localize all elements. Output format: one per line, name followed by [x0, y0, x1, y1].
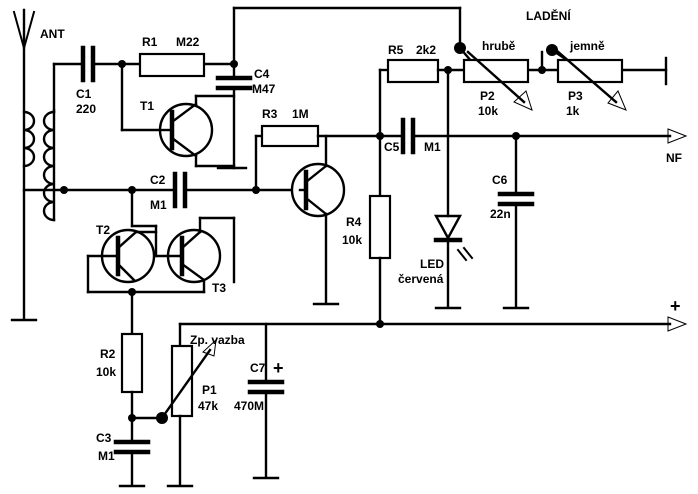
p2-label-hrube: hrubě: [482, 39, 516, 53]
c5-value: M1: [424, 140, 441, 154]
r5-value: 2k2: [416, 43, 436, 57]
c6-value: 22n: [490, 207, 511, 221]
t2-name: T2: [96, 223, 110, 237]
p3-name: P3: [568, 89, 583, 103]
junction-dots: [60, 42, 558, 424]
c7-polarity: +: [273, 358, 284, 378]
t1-name: T1: [140, 99, 154, 113]
p3-label-jemne: jemně: [569, 39, 605, 53]
c1-value: 220: [76, 102, 96, 116]
zp-vazba-label: Zp. vazba: [190, 333, 245, 347]
r4-name: R4: [346, 215, 362, 229]
led-label: LED: [420, 257, 444, 271]
resistor-r3: [260, 124, 320, 148]
p3-value: 1k: [566, 104, 580, 118]
resistor-r4: [368, 194, 392, 260]
capacitor-c4: [215, 62, 253, 170]
transistor-t1: [158, 94, 236, 168]
mid-wiring: [22, 134, 302, 228]
c5-name: C5: [384, 140, 400, 154]
r2-value: 10k: [96, 365, 116, 379]
c4-value: M47: [252, 82, 276, 96]
c6-name: C6: [492, 173, 508, 187]
antenna-symbol: [10, 8, 38, 322]
t3-name: T3: [212, 281, 226, 295]
potentiometer-p2: [462, 58, 530, 84]
plus-label: +: [670, 296, 681, 316]
c3-name: C3: [96, 431, 112, 445]
capacitor-c1: [80, 45, 96, 83]
r4-value: 10k: [342, 233, 362, 247]
antenna-coil: [22, 108, 56, 222]
p2-value: 10k: [478, 104, 498, 118]
resistor-r1: [138, 52, 206, 78]
p1-value: 47k: [198, 399, 218, 413]
ladeni-heading: LADĚNÍ: [526, 8, 571, 23]
capacitor-c2: [172, 171, 188, 209]
p3-wiper-arrow: [554, 48, 618, 104]
nf-label: NF: [666, 151, 682, 165]
capacitor-c6: [497, 134, 535, 310]
potentiometer-p1: [160, 322, 217, 488]
transistor-output: [290, 134, 346, 306]
input-wiring: [52, 6, 462, 132]
r2-name: R2: [100, 347, 116, 361]
led-color-label: červená: [398, 272, 444, 286]
r5-name: R5: [388, 43, 404, 57]
plus-rail: [178, 316, 688, 332]
c1-name: C1: [76, 87, 92, 101]
c7-name: C7: [250, 361, 266, 375]
r3-value: 1M: [292, 107, 309, 121]
r1-name: R1: [142, 35, 158, 49]
transistor-t2: [86, 224, 206, 294]
resistor-r5: [386, 58, 440, 84]
p1-name: P1: [202, 383, 217, 397]
c2-value: M1: [150, 198, 167, 212]
capacitor-c7: [247, 322, 285, 480]
led-diode: [433, 68, 474, 310]
p2-wiper-arrow: [466, 50, 526, 104]
c3-value: M1: [98, 449, 115, 463]
capacitor-c3: [113, 390, 164, 488]
capacitor-c5: [400, 117, 416, 155]
p2-name: P2: [480, 89, 495, 103]
transistor-t3: [130, 216, 236, 294]
antenna-label: ANT: [40, 27, 65, 41]
r1-value: M22: [176, 35, 200, 49]
resistor-r2: [120, 332, 144, 394]
c7-value: 470M: [234, 399, 264, 413]
r3-name: R3: [262, 107, 278, 121]
c4-name: C4: [254, 67, 270, 81]
c2-name: C2: [150, 173, 166, 187]
